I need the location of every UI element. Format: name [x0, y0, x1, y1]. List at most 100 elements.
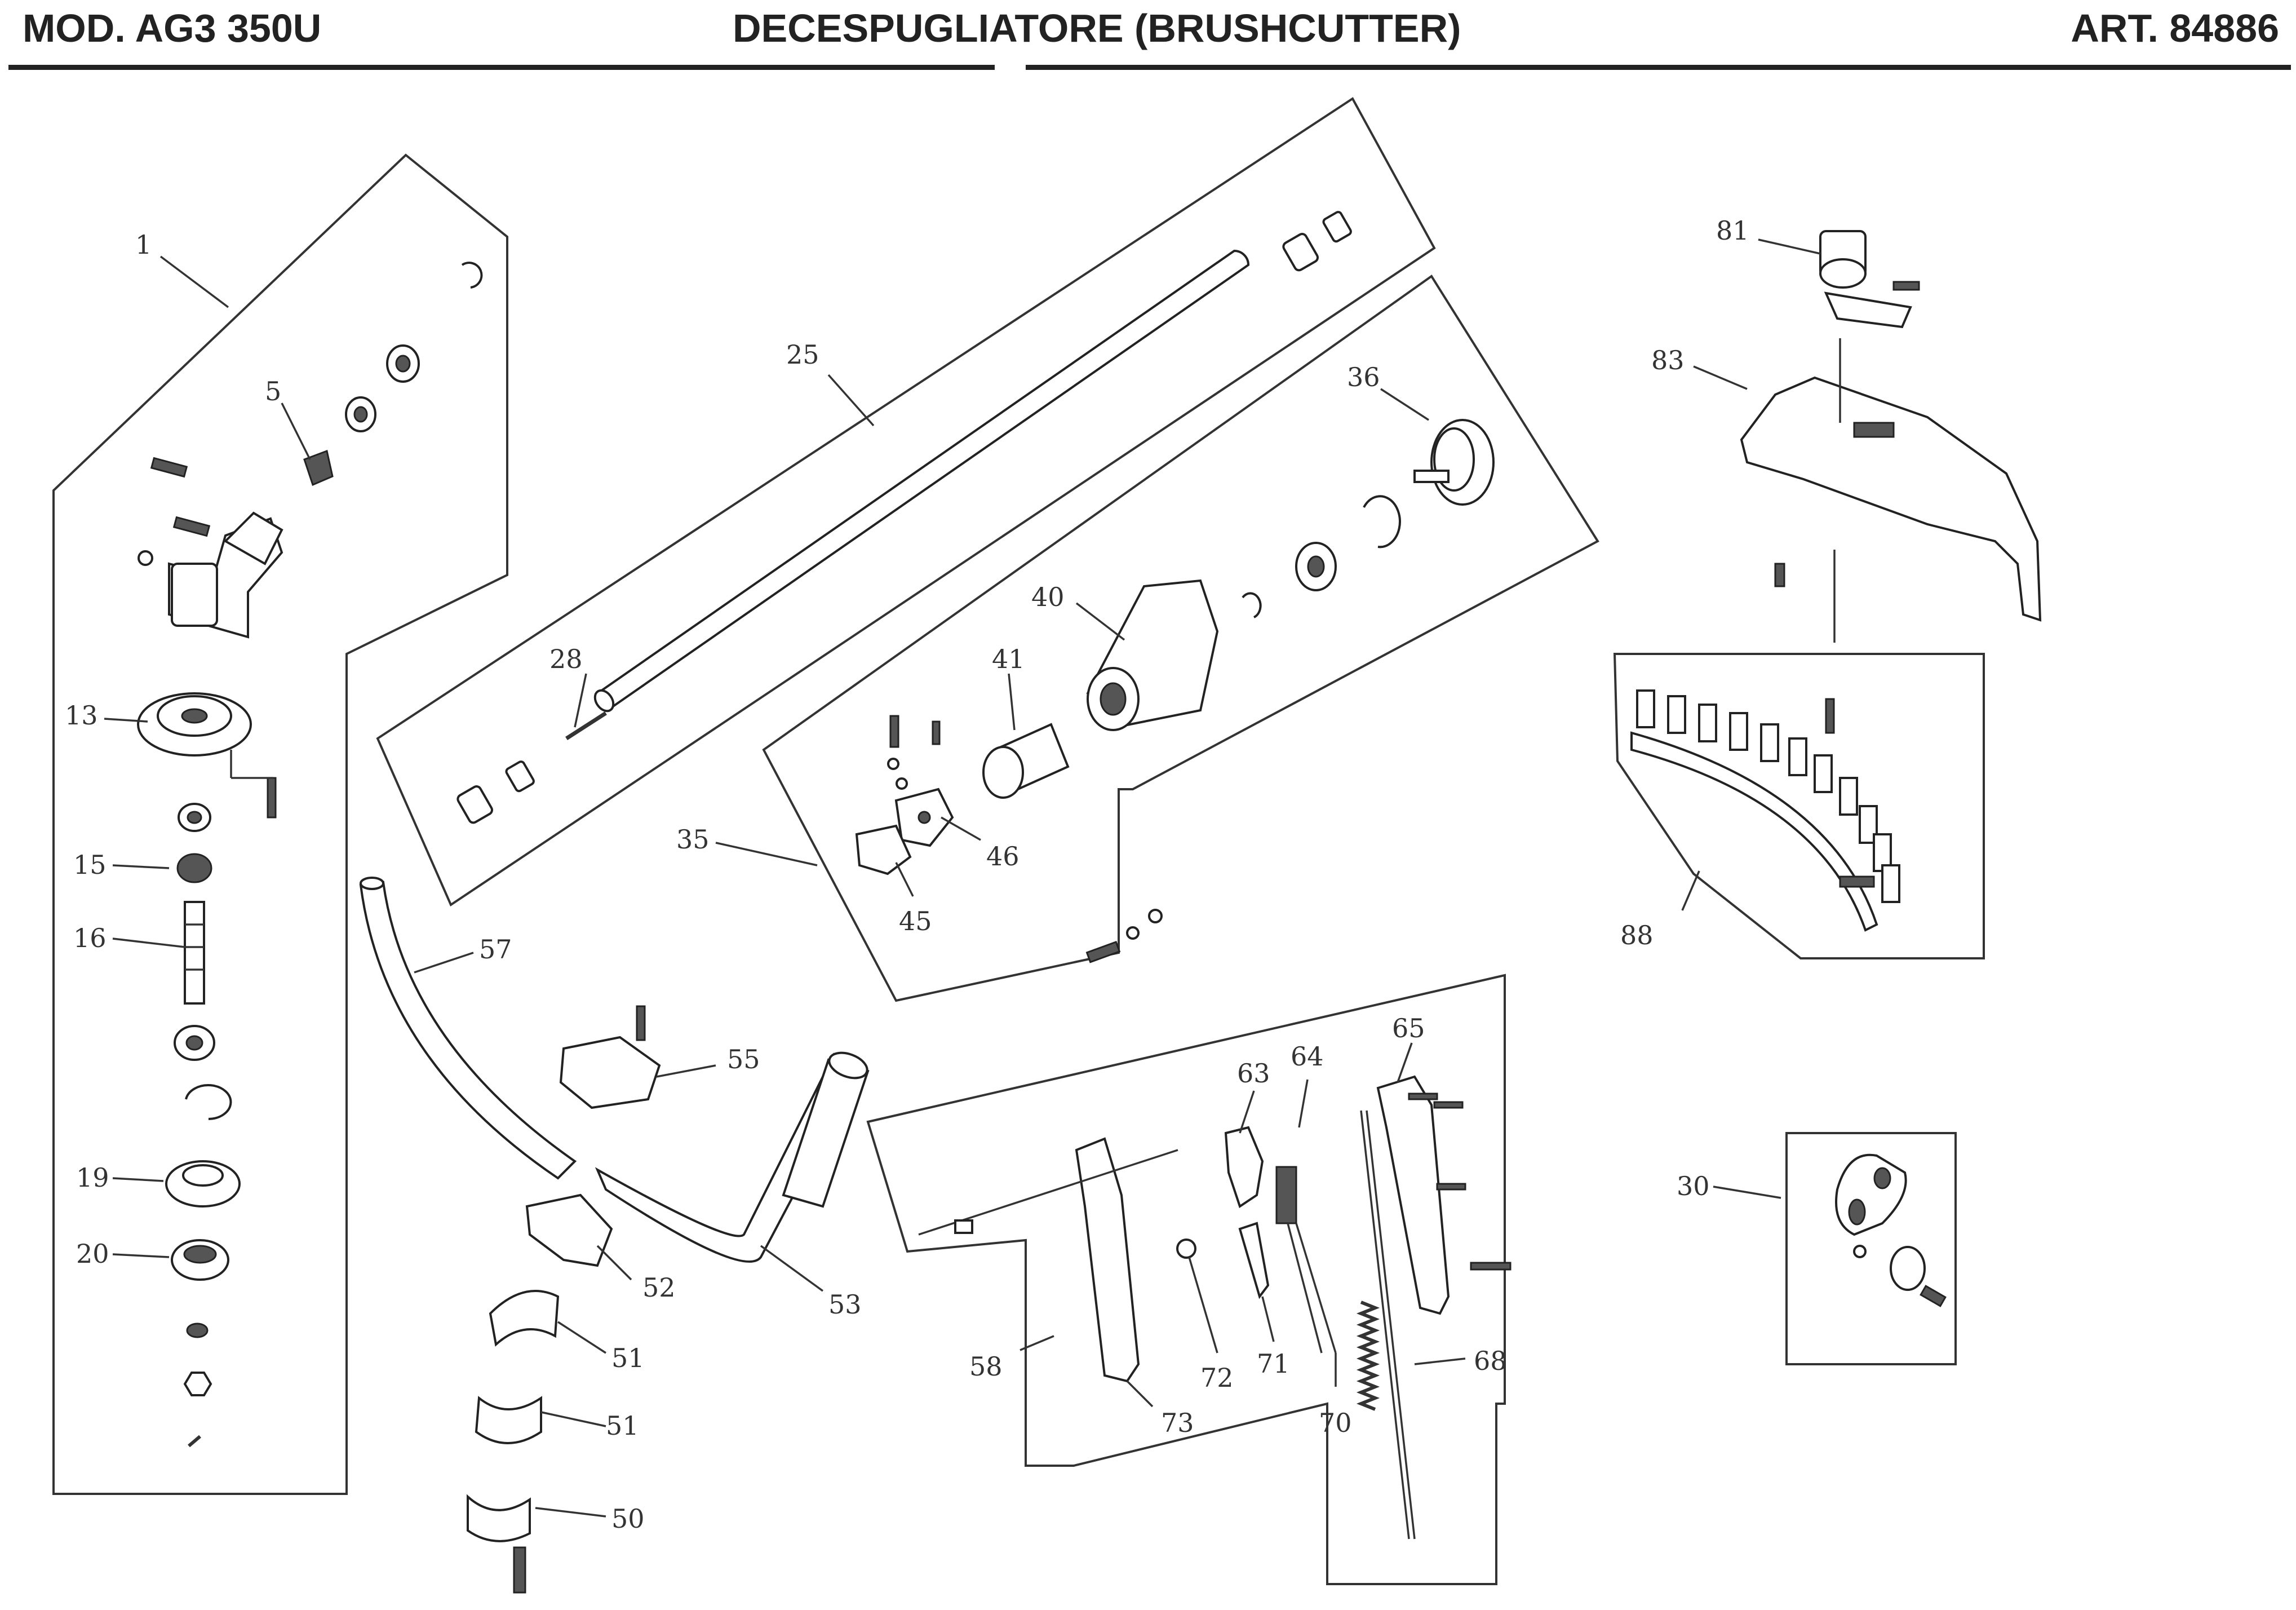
switch-wire-70: [1275, 1166, 1337, 1354]
screw-50: [513, 1546, 526, 1594]
callout-55: 55: [727, 1044, 760, 1074]
nut-small: [186, 1322, 209, 1338]
bushing-top-1: [1282, 233, 1319, 272]
drive-shaft-28: [565, 711, 607, 740]
callout-88: 88: [1620, 920, 1654, 950]
callout-15: 15: [73, 850, 107, 880]
callout-57: 57: [479, 934, 512, 965]
bushing-bottom-2: [505, 760, 535, 793]
article-number: ART. 84886: [2071, 6, 2279, 50]
washer-housing: [138, 550, 153, 566]
callout-46: 46: [986, 841, 1020, 872]
header-rule-right: [1026, 65, 2291, 70]
bearing-lower: [345, 396, 376, 432]
bevel-gear-small: [303, 449, 334, 486]
callout-51a: 51: [611, 1343, 645, 1373]
leader-lines: [104, 238, 1841, 1518]
callout-35: 35: [676, 824, 710, 855]
shaft-group-outline: [376, 97, 1436, 906]
harness-hook-group-outline: [1785, 1132, 1957, 1365]
circlip-lower: [185, 1084, 232, 1120]
bearing-clutch: [1295, 542, 1337, 591]
callout-81: 81: [1716, 215, 1749, 246]
pin: [188, 1435, 201, 1448]
callout-83: 83: [1651, 345, 1685, 375]
handle-bar-53: [595, 1051, 870, 1263]
clutch-housing-40: [1086, 579, 1219, 731]
clutch-group-outline: [762, 275, 1599, 1002]
throttle-cable-68: [1360, 1110, 1416, 1540]
callout-19: 19: [76, 1162, 109, 1193]
callout-1: 1: [135, 229, 152, 260]
gear-15: [176, 853, 212, 883]
clamp-50: [467, 1494, 531, 1542]
callout-36: 36: [1347, 362, 1380, 392]
callout-51b: 51: [606, 1410, 639, 1441]
throttle-handle-left: [1075, 1137, 1140, 1383]
spindle-16: [184, 901, 205, 1005]
flange-20: [171, 1239, 229, 1281]
nut-large: [183, 1372, 212, 1396]
screw-housing-1: [150, 457, 188, 478]
blade-88: [1630, 689, 1900, 932]
clamp-46: [894, 788, 954, 847]
trigger-71: [1238, 1222, 1270, 1299]
bushing-bottom-1: [456, 785, 493, 824]
clamp-55: [559, 1005, 661, 1109]
callout-65: 65: [1392, 1013, 1425, 1043]
callout-25: 25: [786, 339, 819, 370]
gear-housing: [168, 511, 283, 639]
bearing-shaft-lower: [174, 1025, 215, 1061]
screw-disc: [267, 777, 277, 819]
bearing-upper: [386, 344, 420, 383]
clamp-52: [525, 1193, 613, 1267]
spring-72: [1176, 1239, 1196, 1259]
callout-68: 68: [1474, 1346, 1507, 1376]
guard-bracket-81: [1819, 230, 1920, 329]
callout-70: 70: [1319, 1408, 1352, 1438]
snap-ring-clutch: [1242, 592, 1262, 618]
gearhead-group-outline: [52, 153, 508, 1495]
callout-64: 64: [1291, 1041, 1324, 1072]
circlip-top: [461, 262, 483, 289]
handle-bar-57: [359, 877, 577, 1180]
callout-16: 16: [73, 923, 107, 953]
throttle-group-outline: [866, 974, 1506, 1585]
header-rule-left: [8, 65, 995, 70]
callout-20: 20: [76, 1239, 109, 1269]
callout-50: 50: [611, 1503, 645, 1534]
bushing-top-2: [1322, 211, 1352, 243]
callout-30: 30: [1677, 1171, 1710, 1201]
protection-disc: [137, 692, 252, 757]
callout-63: 63: [1237, 1058, 1270, 1089]
throttle-lever-63: [1224, 1126, 1264, 1209]
blade-guard-83: [1740, 376, 2042, 622]
callout-53: 53: [828, 1289, 862, 1320]
callout-45: 45: [899, 906, 932, 936]
rubber-pad-51b: [475, 1396, 542, 1444]
callout-5: 5: [265, 376, 281, 406]
circlip-clutch: [1363, 495, 1401, 549]
drive-tube: [593, 249, 1250, 713]
flange-19: [165, 1160, 241, 1208]
callout-73: 73: [1161, 1408, 1194, 1438]
throttle-handle-right: [1376, 1075, 1450, 1315]
model-code: MOD. AG3 350U: [23, 6, 322, 50]
sleeve-41: [982, 723, 1070, 799]
callout-40: 40: [1031, 582, 1065, 612]
blade-guard-group-outline: [1613, 653, 1985, 959]
clamp-45: [855, 824, 912, 875]
cable-wire-left: [918, 1149, 1178, 1236]
callout-71: 71: [1257, 1348, 1290, 1379]
diagram-title: DECESPUGLIATORE (BRUSHCUTTER): [733, 6, 1461, 50]
callout-52: 52: [642, 1272, 676, 1303]
harness-hook-30: [1835, 1153, 1947, 1307]
bearing-shaft-upper: [178, 803, 211, 832]
clutch-drum-36: [1413, 419, 1495, 506]
callout-41: 41: [992, 644, 1025, 674]
screws-clutch: [887, 715, 941, 790]
callout-58: 58: [969, 1351, 1003, 1382]
screw-housing-2: [172, 516, 211, 537]
screws-throttle: [1408, 1092, 1512, 1271]
